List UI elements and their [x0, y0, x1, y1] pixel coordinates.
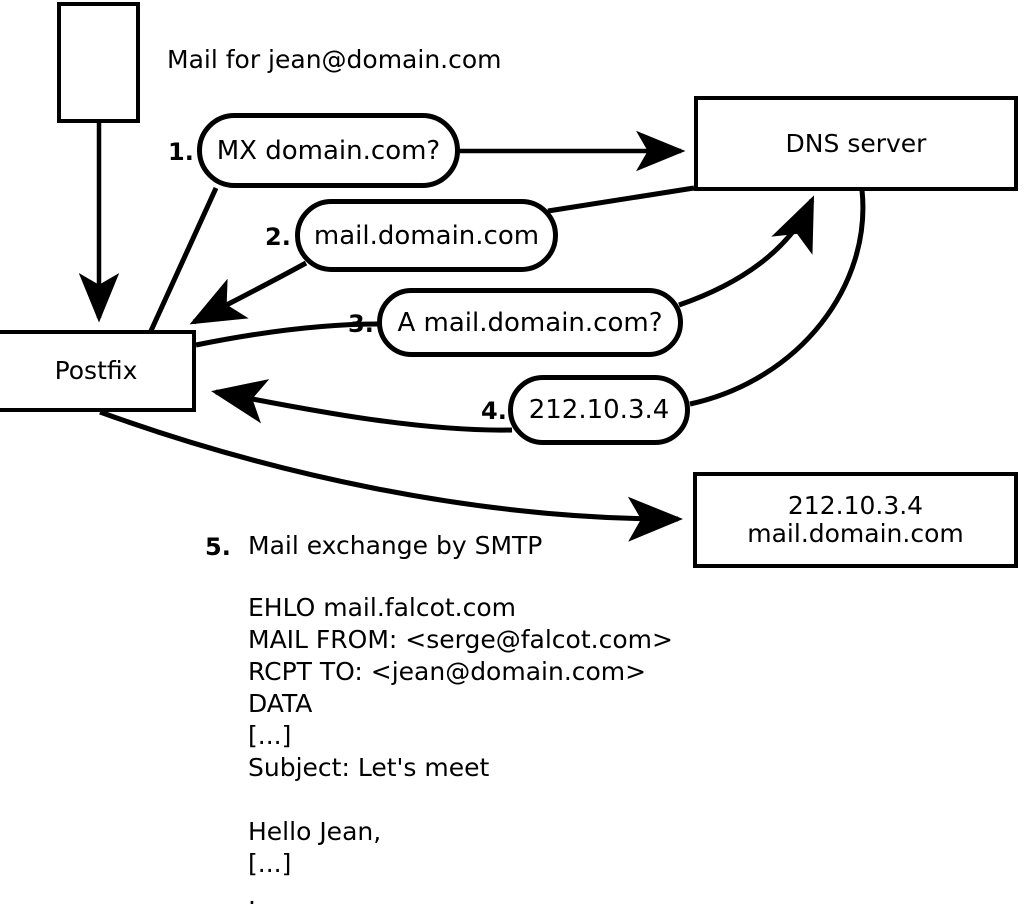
node-dns-server-label: DNS server — [785, 128, 927, 158]
step-2-label: mail.domain.com — [313, 220, 540, 251]
edge-dns-to-step2 — [547, 185, 695, 214]
step-3-bubble[interactable]: A mail.domain.com? — [377, 288, 683, 357]
step-1-number: 1. — [168, 138, 194, 166]
edge-step4-to-postfix — [211, 379, 513, 433]
node-mail-client[interactable] — [57, 2, 140, 123]
node-mail-host-ip: 212.10.3.4 — [787, 491, 924, 520]
step-1-bubble[interactable]: MX domain.com? — [197, 113, 460, 188]
smtp-transcript-line: EHLO mail.falcot.com — [248, 593, 517, 622]
smtp-transcript-line: [...] — [248, 849, 292, 878]
node-mail-host-hostname: mail.domain.com — [747, 519, 964, 548]
smtp-transcript-line: Hello Jean, — [248, 817, 382, 846]
edge-step3-to-dns — [678, 195, 815, 308]
step-4-bubble[interactable]: 212.10.3.4 — [508, 375, 690, 445]
step-3-label: A mail.domain.com? — [397, 307, 663, 338]
smtp-transcript-line: DATA — [248, 689, 313, 718]
step-4-number: 4. — [481, 397, 507, 425]
edge-postfix-to-mailhost — [99, 409, 683, 542]
edge-dns-to-step4 — [689, 189, 866, 407]
smtp-transcript-line: RCPT TO: <jean@domain.com> — [248, 657, 647, 686]
mail-for-note: Mail for jean@domain.com — [167, 45, 502, 74]
step-5-label: Mail exchange by SMTP — [248, 531, 543, 560]
step-4-label: 212.10.3.4 — [528, 395, 670, 425]
smtp-transcript-line: [...] — [248, 721, 292, 750]
smtp-transcript-line: Subject: Let's meet — [248, 753, 490, 782]
step-2-number: 2. — [265, 223, 291, 251]
smtp-transcript-line — [248, 784, 673, 816]
node-mail-host[interactable]: 212.10.3.4 mail.domain.com — [693, 472, 1018, 568]
step-1-label: MX domain.com? — [216, 135, 441, 166]
step-5-number: 5. — [205, 533, 231, 561]
step-2-bubble[interactable]: mail.domain.com — [295, 199, 558, 272]
node-postfix[interactable]: Postfix — [0, 330, 196, 412]
smtp-transcript-line: MAIL FROM: <serge@falcot.com> — [248, 625, 673, 654]
edge-postfix-to-step3 — [195, 321, 380, 348]
node-postfix-label: Postfix — [54, 356, 138, 385]
smtp-transcript-line: . — [248, 881, 256, 910]
edge-step1-to-postfix — [147, 186, 219, 335]
edge-step2-to-postfix — [189, 260, 308, 325]
node-dns-server[interactable]: DNS server — [694, 96, 1018, 191]
step-3-number: 3. — [348, 310, 374, 338]
